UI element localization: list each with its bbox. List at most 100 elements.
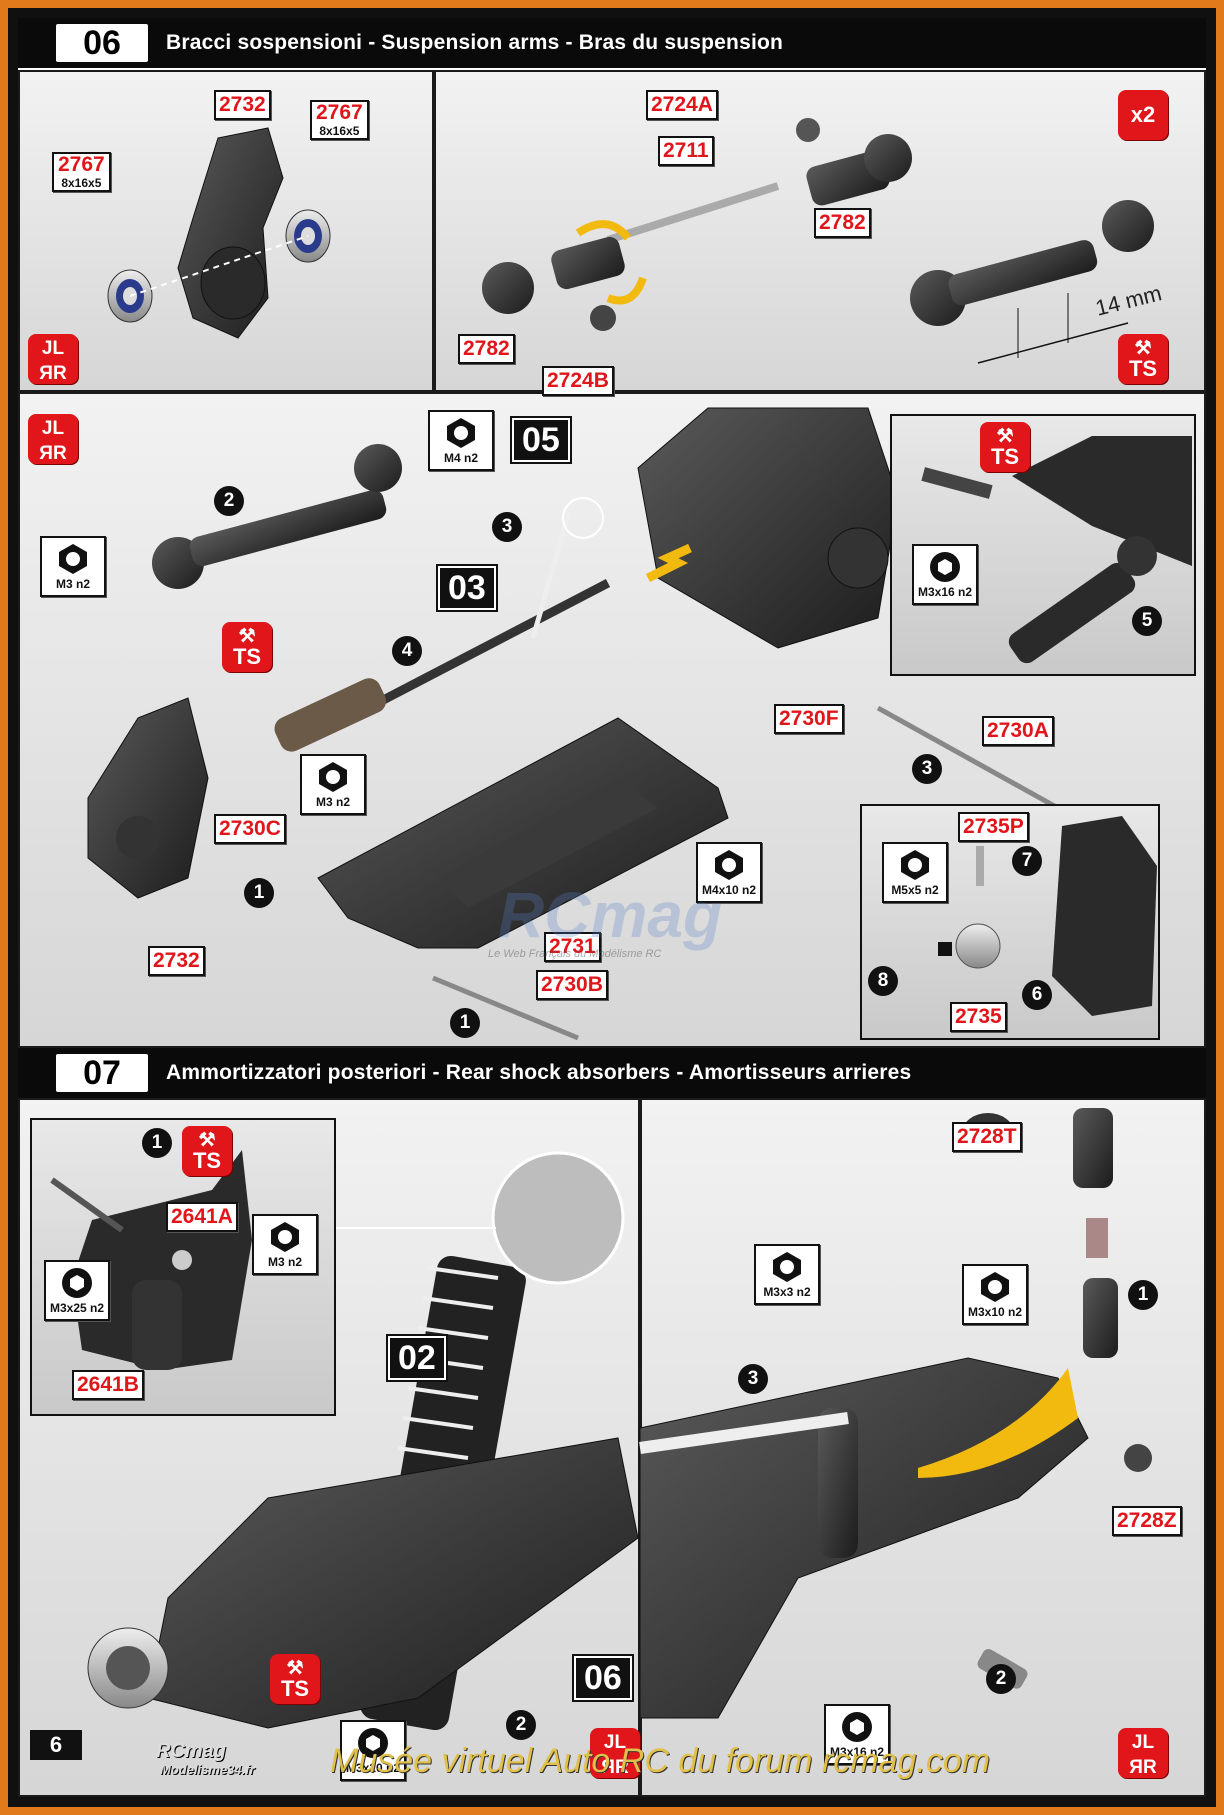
bearing-right-label: 2767 8x16x5: [310, 100, 369, 140]
part-code: 2767: [316, 101, 363, 124]
part-2731-label: 2731: [544, 932, 601, 962]
part-2641a-label: 2641A: [166, 1202, 238, 1232]
part-2724b-label: 2724B: [542, 366, 614, 396]
lr-top: JL: [41, 418, 65, 439]
hardware-m3x16-screw: M3x16 n2: [824, 1704, 890, 1765]
part-2730f-label: 2730F: [774, 704, 844, 734]
wrench-icon: ⚒ TS: [182, 1126, 232, 1176]
hardware-m4x10-screw: M4x10 n2: [696, 842, 762, 903]
hardware-m3-nut: M3 n2: [40, 536, 106, 597]
step-marker: 5: [1132, 606, 1162, 636]
step-title: Ammortizzatori posteriori - Rear shock a…: [166, 1061, 912, 1084]
part-2641b-label: 2641B: [72, 1370, 144, 1400]
lr-top: JL: [41, 338, 65, 359]
lr-bottom: ЯR: [1129, 1757, 1157, 1778]
part-code: 2767: [58, 153, 105, 176]
camber-link-inset: ⚒ TS M3x16 n2 5: [890, 414, 1196, 676]
socket-head-icon: [930, 552, 960, 582]
hardware-m3x10-screw: M3x10 n2: [962, 1264, 1028, 1325]
museum-watermark: Musée virtuel Auto RC du forum rcmag.com: [330, 1742, 991, 1780]
part-2735-label: 2735: [950, 1002, 1007, 1032]
hex-nut-icon: [59, 544, 87, 574]
lr-top: JL: [1131, 1732, 1155, 1753]
hex-nut-icon: [901, 850, 929, 880]
socket-head-icon: [62, 1268, 92, 1298]
assembly-drawings: [87, 118, 1154, 1731]
lr-bottom: ЯR: [39, 443, 67, 464]
lr-bottom: ЯR: [39, 363, 67, 384]
hardware-m3x16-screw: M3x16 n2: [912, 544, 978, 605]
ref-step-03: 03: [438, 566, 496, 610]
part-2730a-label: 2730A: [982, 716, 1054, 746]
gearbox-drawing: [637, 407, 899, 649]
shock-arm-detail-drawing: [639, 1108, 1152, 1719]
step-marker: 1: [142, 1128, 172, 1158]
ts-text: TS: [990, 444, 1020, 469]
step-marker: 6: [1022, 980, 1052, 1010]
rcmag-watermark: RCmag: [498, 879, 723, 951]
step-marker: 2: [214, 486, 244, 516]
left-right-icon: JL ЯR: [28, 334, 78, 384]
step-marker: 3: [912, 754, 942, 784]
hardware-m3x3-setscrew: M3x3 n2: [754, 1244, 820, 1305]
page-content: 06 Bracci sospensioni - Suspension arms …: [18, 18, 1206, 1797]
hardware-m4-nut: M4 n2: [428, 410, 494, 471]
left-right-icon: JL ЯR: [590, 1728, 640, 1778]
step-06-header: 06 Bracci sospensioni - Suspension arms …: [18, 18, 1206, 68]
part-2724a-label: 2724A: [646, 90, 718, 120]
ts-text: TS: [192, 1148, 222, 1173]
driveshaft-drawing: [274, 579, 611, 752]
step-title: Bracci sospensioni - Suspension arms - B…: [166, 31, 784, 54]
step-marker: 1: [450, 1008, 480, 1038]
hex-nut-icon: [319, 762, 347, 792]
ts-text: TS: [232, 644, 262, 669]
step-07-header: 07 Ammortizzatori posteriori - Rear shoc…: [18, 1048, 1206, 1098]
lr-bottom: ЯR: [601, 1757, 629, 1778]
turnbuckle-drawing: [482, 118, 912, 331]
hex-nut-icon: [447, 418, 475, 448]
site-watermark: Modelisme34.fr: [160, 1762, 255, 1777]
hardware-m3-nut: M3 n2: [300, 754, 366, 815]
rcmag-small-watermark: RCmag: [156, 1740, 227, 1762]
hardware-m3x25-screw: M3x25 n2: [44, 1260, 110, 1321]
part-2782-label: 2782: [814, 208, 871, 238]
ts-text: TS: [280, 1676, 310, 1701]
hub-arm-drawing: [87, 697, 209, 899]
part-size: 8x16x5: [61, 176, 102, 190]
wrench-icon: ⚒ TS: [980, 422, 1030, 472]
part-2728z-label: 2728Z: [1112, 1506, 1182, 1536]
ts-text: TS: [1128, 356, 1158, 381]
hex-nut-icon: [773, 1252, 801, 1282]
part-2730b-label: 2730B: [536, 970, 608, 1000]
step-marker: 1: [1128, 1280, 1158, 1310]
part-2732-label: 2732: [214, 90, 271, 120]
suspension-arm-drawing: [317, 717, 729, 949]
left-right-icon: JL ЯR: [1118, 1728, 1168, 1778]
part-2728t-label: 2728T: [952, 1122, 1022, 1152]
turnbuckle-assembled-drawing: [910, 200, 1154, 364]
ref-step-06: 06: [574, 1656, 632, 1700]
part-size: 8x16x5: [319, 124, 360, 138]
hex-nut-icon: [715, 850, 743, 880]
page-number: 6: [30, 1730, 82, 1760]
wheel-hex-inset: 2735P M5x5 n2 7 8 6 2735: [860, 804, 1160, 1040]
part-2730c-label: 2730C: [214, 814, 286, 844]
hardware-m5x5-setscrew: M5x5 n2: [882, 842, 948, 903]
step-marker: 3: [738, 1364, 768, 1394]
left-right-icon: JL ЯR: [28, 414, 78, 464]
step-number: 07: [56, 1054, 148, 1092]
camber-link-drawing: [152, 444, 402, 589]
step-marker: 8: [868, 966, 898, 996]
part-2711-label: 2711: [658, 136, 714, 166]
hex-nut-icon: [981, 1272, 1009, 1302]
rear-hub-drawing: [177, 127, 284, 339]
step-marker: 3: [492, 512, 522, 542]
part-2732-label: 2732: [148, 946, 205, 976]
hardware-m3-nut: M3 n2: [252, 1214, 318, 1275]
shock-mount-inset: 1 ⚒ TS 2641A M3 n2 M3x25 n2 2641B: [30, 1118, 336, 1416]
step-marker: 7: [1012, 846, 1042, 876]
manual-page: 06 Bracci sospensioni - Suspension arms …: [8, 8, 1216, 1807]
wrench-icon: ⚒ TS: [222, 622, 272, 672]
quantity-text: x2: [1130, 102, 1156, 127]
quantity-badge: x2: [1118, 90, 1168, 140]
